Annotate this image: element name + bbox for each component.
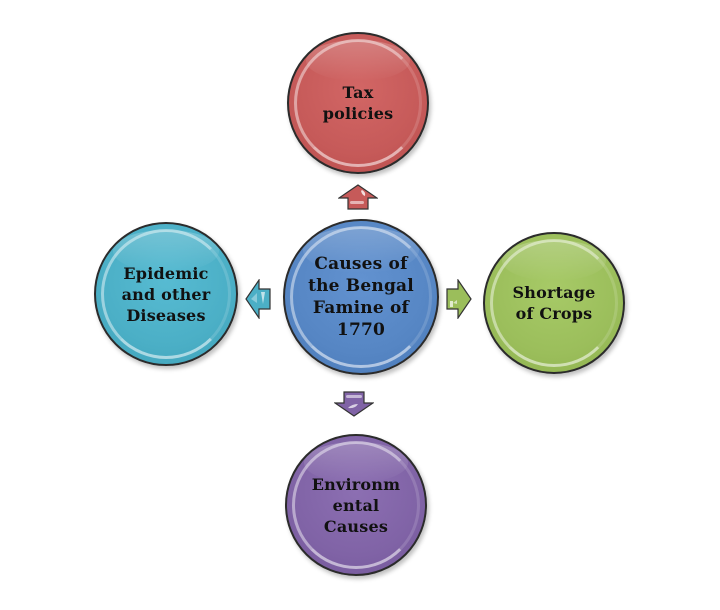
arrow-right-shape (446, 279, 472, 319)
node-tax-policies: Tax policies (287, 32, 429, 174)
node-label: Tax policies (322, 83, 394, 123)
arrow-up-icon (338, 184, 378, 210)
arrow-up-shape (338, 184, 378, 210)
center-node-label: Causes of the Bengal Famine of 1770 (308, 254, 414, 340)
arrow-down-shape (334, 391, 374, 417)
arrow-left-shape (245, 279, 271, 319)
center-node: Causes of the Bengal Famine of 1770 (283, 219, 439, 375)
node-environmental-causes: Environm ental Causes (285, 434, 427, 576)
arrow-left-icon (245, 279, 271, 319)
node-label: Shortage of Crops (512, 283, 596, 323)
arrow-right-icon (446, 279, 472, 319)
node-epidemic-diseases: Epidemic and other Diseases (94, 222, 238, 366)
node-label: Environm ental Causes (311, 474, 401, 536)
node-shortage-of-crops: Shortage of Crops (483, 232, 625, 374)
node-label: Epidemic and other Diseases (121, 263, 211, 325)
arrow-down-icon (334, 391, 374, 417)
